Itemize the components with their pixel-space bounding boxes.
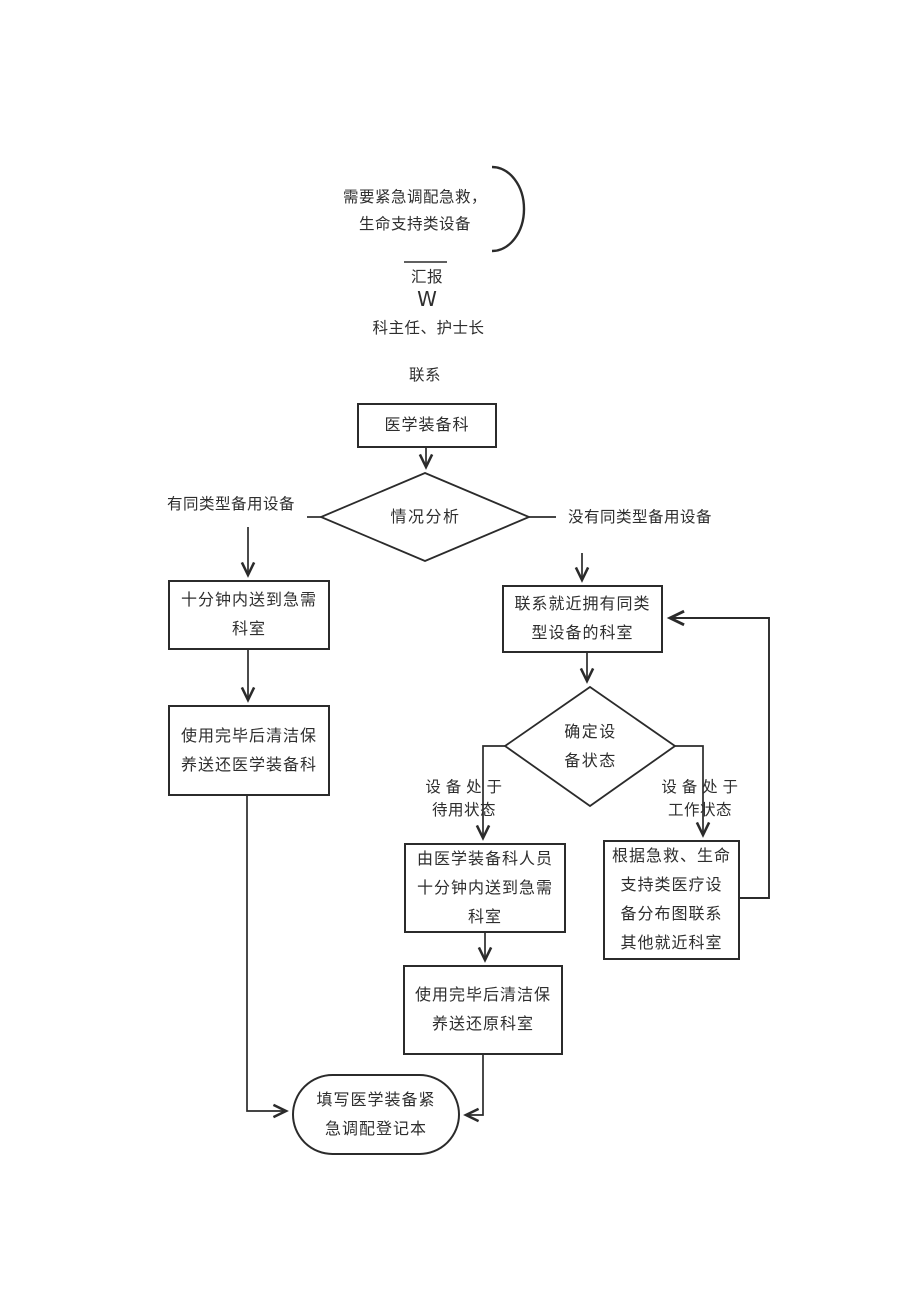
branch-label-standby: 设 备 处 于 待用状态 (425, 779, 503, 819)
node-distribution-map-contact: 根据急救、生命 支持类医疗设 备分布图联系 其他就近科室 (603, 840, 740, 960)
arrow-standby-branch (475, 745, 505, 841)
arrow-loop-to-nearby (666, 609, 770, 899)
node-return-to-origin-dept: 使用完毕后清洁保 养送还原科室 (403, 965, 563, 1055)
report-label: 汇报 (410, 269, 443, 286)
w-mark: W (417, 287, 437, 311)
branch-label-working: 设 备 处 于 工作状态 (661, 779, 739, 819)
decision-situation-analysis (318, 472, 532, 562)
dept-heads-label: 科主任、护士长 (372, 320, 485, 337)
decision-device-status (503, 685, 677, 808)
decision-situation-analysis-label: 情况分析 (390, 509, 461, 526)
node-staff-deliver-10min: 由医学装备科人员 十分钟内送到急需 科室 (404, 843, 566, 933)
node-contact-nearby-dept: 联系就近拥有同类 型设备的科室 (502, 585, 663, 653)
node-medical-equipment-dept: 医学装备科 (357, 403, 497, 448)
node-return-to-equip-dept: 使用完毕后清洁保 养送还医学装备科 (168, 705, 330, 796)
arrow-working-branch (675, 745, 711, 838)
start-oval-arc (491, 165, 526, 253)
arrow-right-to-register (463, 1055, 484, 1123)
start-note: 需要紧急调配急救， 生命支持类设备 (342, 189, 487, 233)
contact-label: 联系 (408, 367, 441, 384)
arrow-left-to-register (246, 796, 289, 1119)
branch-label-no-backup: 没有同类型备用设备 (567, 509, 712, 526)
node-fill-register-terminal: 填写医学装备紧 急调配登记本 (292, 1074, 460, 1155)
branch-label-has-backup: 有同类型备用设备 (166, 496, 295, 513)
decision-device-status-label: 确定设 备状态 (564, 724, 617, 770)
node-deliver-10min: 十分钟内送到急需 科室 (168, 580, 330, 650)
